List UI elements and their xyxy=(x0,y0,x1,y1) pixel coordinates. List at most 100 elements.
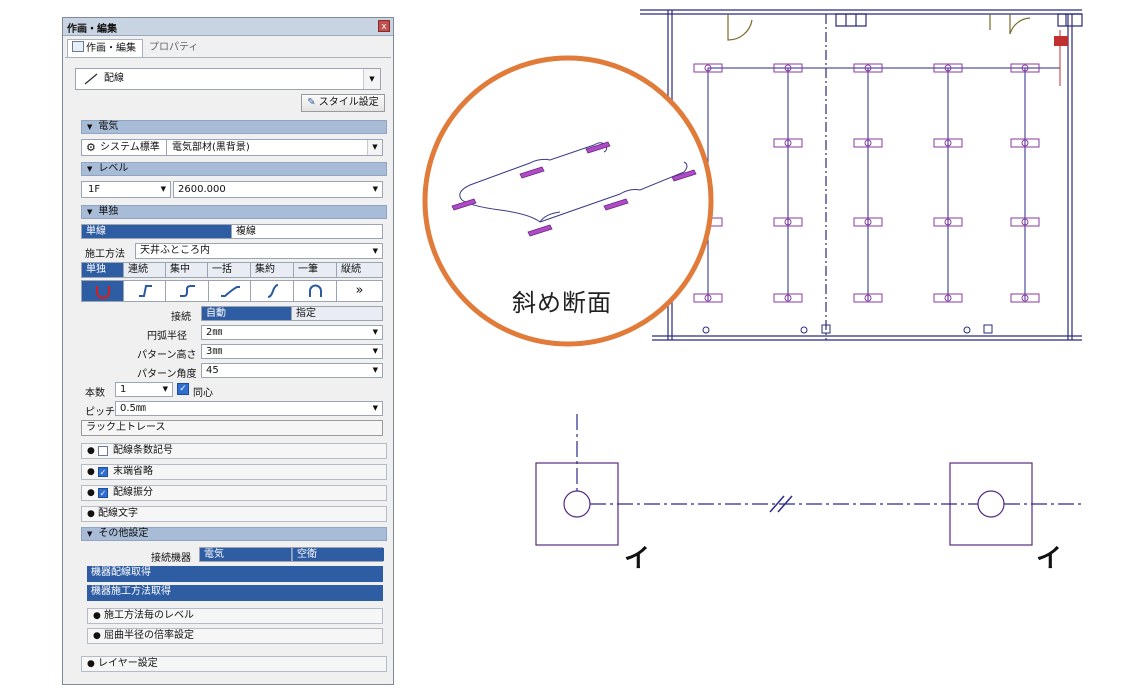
option-end-omit[interactable]: ● ✓ 末端省略 xyxy=(81,464,387,480)
acquire-device-construction-button[interactable]: 機器施工方法取得 xyxy=(87,585,383,601)
connected-device-label: 接続機器 xyxy=(151,553,191,564)
connect-toggle: 自動 指定 xyxy=(201,306,383,321)
section-other-settings[interactable]: ▼その他設定 xyxy=(81,527,387,541)
level-value: 2600.000 xyxy=(178,184,226,195)
pattern-height-value: 3㎜ xyxy=(206,346,223,357)
chevron-down-icon: ▼ xyxy=(372,247,378,255)
routing-tab-batch[interactable]: 一括 xyxy=(208,263,251,277)
wire-count-symbol-checkbox[interactable] xyxy=(98,446,108,456)
fixture-box xyxy=(944,294,952,302)
option-wire-count-symbol[interactable]: ● 配線条数記号 xyxy=(81,443,387,459)
chevron-down-icon: ▼ xyxy=(372,185,378,193)
plan-outlets xyxy=(702,36,1068,334)
option-wire-text[interactable]: ● 配線文字 xyxy=(81,506,387,522)
count-dropdown[interactable]: 1 ▼ xyxy=(115,382,173,397)
light-fixture xyxy=(1010,217,1040,227)
tab-properties[interactable]: プロパティ xyxy=(145,39,205,57)
acquire-device-wiring-button[interactable]: 機器配線取得 xyxy=(87,566,383,582)
light-fixture xyxy=(933,217,963,227)
count-value: 1 xyxy=(120,384,127,395)
connect-specify[interactable]: 指定 xyxy=(292,307,382,320)
tab-drawing-edit[interactable]: 作画・編集 xyxy=(67,39,143,57)
style-settings-button[interactable]: ✎ スタイル設定 xyxy=(301,94,385,112)
panel-titlebar[interactable]: 作画・編集 x xyxy=(63,18,393,36)
bullet-icon: ● xyxy=(93,611,101,621)
construction-dropdown[interactable]: 天井ふところ内 ▼ xyxy=(135,243,383,259)
sub-option-level-per-method[interactable]: ● 施工方法毎のレベル xyxy=(87,608,383,624)
routing-tab-single[interactable]: 単独 xyxy=(82,263,124,277)
fixture-box xyxy=(944,64,952,72)
section-label: その他設定 xyxy=(98,528,149,539)
pitch-value: 0.5㎜ xyxy=(120,403,146,414)
shape-vertical-button[interactable] xyxy=(251,281,294,301)
floor-dropdown[interactable]: 1F ▼ xyxy=(81,181,171,198)
more-shapes-button[interactable]: » xyxy=(355,283,364,298)
arc-radius-dropdown[interactable]: 2㎜ ▼ xyxy=(201,325,383,340)
shape-s-button[interactable] xyxy=(124,281,166,301)
level-value-dropdown[interactable]: 2600.000 ▼ xyxy=(173,181,383,198)
device-hvac[interactable]: 空衛 xyxy=(292,548,384,561)
construction-label: 施工方法 xyxy=(85,249,125,260)
light-fixture xyxy=(773,293,803,303)
device-electric[interactable]: 電気 xyxy=(200,548,292,561)
tool-dropdown[interactable]: 配線 ▼ xyxy=(75,68,381,90)
section-label: 電気 xyxy=(98,121,119,132)
slope-curve-icon xyxy=(221,286,240,297)
routing-tab-aggregate[interactable]: 集約 xyxy=(251,263,294,277)
routing-tab-concentrate[interactable]: 集中 xyxy=(166,263,208,277)
shape-arch-button[interactable] xyxy=(294,281,337,301)
chevron-down-icon: ▼ xyxy=(372,366,378,374)
fixture-box xyxy=(784,218,792,226)
section-single[interactable]: ▼単独 xyxy=(81,205,387,219)
shape-slope-button[interactable] xyxy=(209,281,251,301)
concentric-checkbox[interactable]: ✓ xyxy=(177,383,189,395)
wire-mode-toggle: 単線 複線 xyxy=(81,224,383,239)
shape-step-button[interactable] xyxy=(166,281,209,301)
panel-tabs: 作画・編集 プロパティ xyxy=(65,39,391,58)
pitch-dropdown[interactable]: 0.5㎜ ▼ xyxy=(115,401,383,416)
system-category-dropdown[interactable]: ⚙ システム標準 電気部材(黒背景) ▼ xyxy=(81,139,383,156)
shape-buttons: » xyxy=(81,280,383,302)
vertical-curve-icon xyxy=(267,284,279,298)
chevron-down-icon: ▼ xyxy=(372,404,378,412)
section-level[interactable]: ▼レベル xyxy=(81,162,387,176)
light-fixture xyxy=(773,217,803,227)
pattern-height-dropdown[interactable]: 3㎜ ▼ xyxy=(201,344,383,359)
wire-distribute-checkbox[interactable]: ✓ xyxy=(98,488,108,498)
shape-u-button[interactable] xyxy=(82,281,124,301)
wire-mode-double[interactable]: 複線 xyxy=(236,226,256,237)
bullet-icon: ● xyxy=(87,488,95,498)
concentric-label: 同心 xyxy=(193,388,213,399)
construction-value: 天井ふところ内 xyxy=(140,245,210,256)
tab-label: 作画・編集 xyxy=(86,43,136,54)
option-wire-distribute[interactable]: ● ✓ 配線振分 xyxy=(81,485,387,501)
layer-settings-row[interactable]: ● レイヤー設定 xyxy=(81,656,387,672)
option-label: 末端省略 xyxy=(113,466,153,477)
close-icon[interactable]: x xyxy=(378,20,390,32)
bullet-icon: ● xyxy=(87,509,95,519)
pattern-angle-dropdown[interactable]: 45 ▼ xyxy=(201,363,383,378)
sub-option-bend-radius[interactable]: ● 屈曲半径の倍率設定 xyxy=(87,628,383,644)
routing-tab-continuous[interactable]: 連続 xyxy=(124,263,166,277)
routing-tab-cascade[interactable]: 縦続 xyxy=(341,264,361,275)
rack-trace-button[interactable]: ラック上トレース xyxy=(81,420,383,436)
bullet-icon: ● xyxy=(93,631,101,641)
plan-fixtures xyxy=(693,63,1040,303)
drawing-edit-panel: 作画・編集 x 作画・編集 プロパティ 配線 ▼ ✎ スタイル設定 ▼電気 ⚙ … xyxy=(62,17,394,685)
section-electric[interactable]: ▼電気 xyxy=(81,120,387,134)
light-fixture xyxy=(773,63,803,73)
plan-wiring xyxy=(707,30,1061,300)
routing-tab-oneline[interactable]: 一筆 xyxy=(294,263,337,277)
option-label: 施工方法毎のレベル xyxy=(104,610,194,621)
light-fixture xyxy=(933,63,963,73)
pattern-angle-label: パターン角度 xyxy=(137,369,197,380)
fixture-box xyxy=(864,218,872,226)
fixture-box xyxy=(944,139,952,147)
connect-auto[interactable]: 自動 xyxy=(202,307,292,320)
wire-mode-single[interactable]: 単線 xyxy=(82,225,232,238)
callout-label: 斜め断面 xyxy=(512,289,612,317)
option-label: 配線文字 xyxy=(98,508,138,519)
pattern-angle-value: 45 xyxy=(206,365,219,376)
end-omit-checkbox[interactable]: ✓ xyxy=(98,467,108,477)
option-label: 屈曲半径の倍率設定 xyxy=(104,630,194,641)
